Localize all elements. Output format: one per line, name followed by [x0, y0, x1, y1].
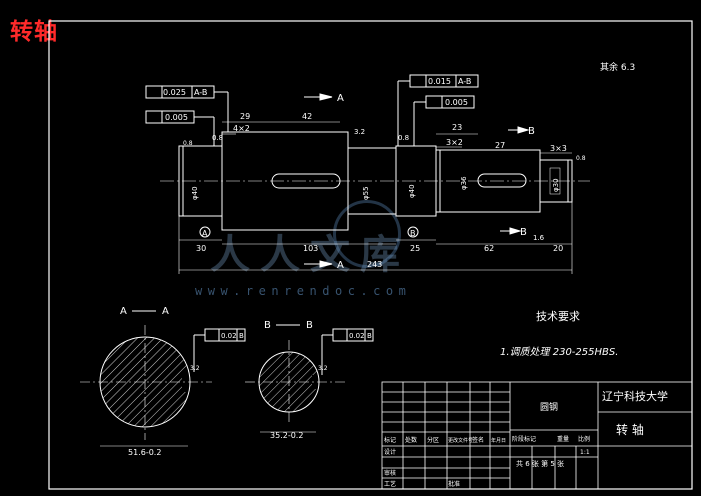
sym-b-value: 0.02 — [349, 332, 365, 340]
chamfer-right: 0.8 — [576, 155, 586, 162]
tb-scale: 1:1 — [580, 449, 590, 456]
tol-runout-b-ref: A-B — [458, 77, 471, 86]
tb-row-process: 工艺 — [384, 480, 396, 488]
sym-a-ref: B — [239, 332, 244, 340]
dim-20: 20 — [553, 244, 563, 253]
section-b-top: B — [528, 126, 535, 137]
tb-col-sign: 签名 — [472, 436, 484, 444]
dim-30: 30 — [196, 244, 206, 253]
tb-org: 辽宁科技大学 — [602, 389, 668, 403]
rough-mark-1: 0.8 — [212, 134, 223, 142]
sym-frame-b — [321, 328, 374, 375]
sec-bb-left-label: B — [264, 320, 271, 331]
dia-middle: φ55 — [362, 186, 370, 200]
tb-col-zone: 分区 — [427, 436, 439, 444]
tol-cyl-a-value: 0.005 — [165, 113, 188, 122]
dim-42: 42 — [302, 112, 312, 121]
dim-3x3: 3×3 — [550, 144, 567, 153]
tol-runout-a-value: 0.025 — [163, 88, 186, 97]
tol-cyl-b-value: 0.005 — [445, 98, 468, 107]
top-dimension-lines — [222, 121, 572, 154]
tb-part-name: 转 轴 — [616, 422, 644, 437]
dia-left: φ40 — [191, 186, 199, 200]
dim-25: 25 — [410, 244, 420, 253]
sym-b-ref: B — [367, 332, 372, 340]
tb-stage: 阶段标记 — [512, 435, 536, 443]
section-markers — [304, 93, 530, 268]
dia-right-shaft: φ36 — [460, 176, 468, 190]
tb-row-design: 设计 — [384, 448, 396, 456]
sec-aa-left-label: A — [120, 306, 127, 317]
tol-runout-b-value: 0.015 — [428, 77, 451, 86]
dim-243: 243 — [367, 260, 382, 269]
tb-ratio: 比例 — [578, 435, 590, 443]
section-a-top: A — [337, 93, 344, 104]
section-a-bottom: A — [337, 260, 344, 271]
tolerance-frames-left — [145, 85, 229, 146]
tb-col-count: 处数 — [405, 436, 417, 444]
sec-b-rough: 3.2 — [318, 365, 328, 372]
rough-mark-4: 1.6 — [533, 234, 545, 242]
tb-sheet: 共 6 张 第 5 张 — [516, 459, 564, 468]
tech-req-heading: 技术要求 — [536, 310, 580, 323]
dim-4x2: 4×2 — [233, 124, 250, 133]
tech-req-item1: 1.调质处理 230-255HBS. — [500, 346, 618, 358]
sec-a-width: 51.6-0.2 — [128, 448, 161, 457]
svg-text:B: B — [410, 229, 416, 238]
bottom-dimension-lines — [178, 202, 573, 274]
end-detail — [549, 167, 561, 195]
tb-row-mark: 标记 — [384, 436, 396, 444]
sym-frame-a — [193, 328, 246, 372]
sym-a-value: 0.02 — [221, 332, 237, 340]
drawing-frame — [48, 20, 693, 490]
tb-col-doc: 更改文件号 — [448, 437, 473, 444]
rough-mark-2: 3.2 — [354, 128, 365, 136]
dim-3x2: 3×2 — [446, 138, 463, 147]
keyway-b — [477, 173, 527, 188]
tb-row-review: 审核 — [384, 469, 396, 477]
watermark-logo-icon — [333, 200, 401, 268]
svg-text:A: A — [202, 229, 208, 238]
tb-material: 圆钢 — [540, 401, 558, 413]
watermark-url: www.renrendoc.com — [195, 284, 412, 298]
dia-end: φ30 — [552, 178, 560, 192]
dim-62: 62 — [484, 244, 494, 253]
rough-mark-3: 0.8 — [398, 134, 409, 142]
tb-approve: 批准 — [448, 480, 460, 488]
sec-bb-right-label: B — [306, 320, 313, 331]
sec-a-rough: 3.2 — [190, 365, 200, 372]
tb-col-date: 年月日 — [491, 437, 506, 444]
dim-27: 27 — [495, 141, 505, 150]
section-b-bottom: B — [520, 227, 527, 238]
chamfer-left: 0.8 — [183, 140, 193, 147]
dim-103: 103 — [303, 244, 318, 253]
sec-b-width: 35.2-0.2 — [270, 431, 303, 440]
title-block-grid — [381, 381, 693, 490]
datum-b-icon — [407, 226, 419, 238]
tb-weight: 重量 — [557, 435, 569, 443]
sec-aa-right-label: A — [162, 306, 169, 317]
roughness-note: 其余 6.3 — [600, 61, 635, 73]
dim-23: 23 — [452, 123, 462, 132]
tol-runout-a-ref: A-B — [194, 88, 207, 97]
dia-right-bearing: φ40 — [408, 184, 416, 198]
dim-29: 29 — [240, 112, 250, 121]
datum-a-icon — [199, 226, 211, 238]
tolerance-frames-right — [397, 74, 479, 146]
